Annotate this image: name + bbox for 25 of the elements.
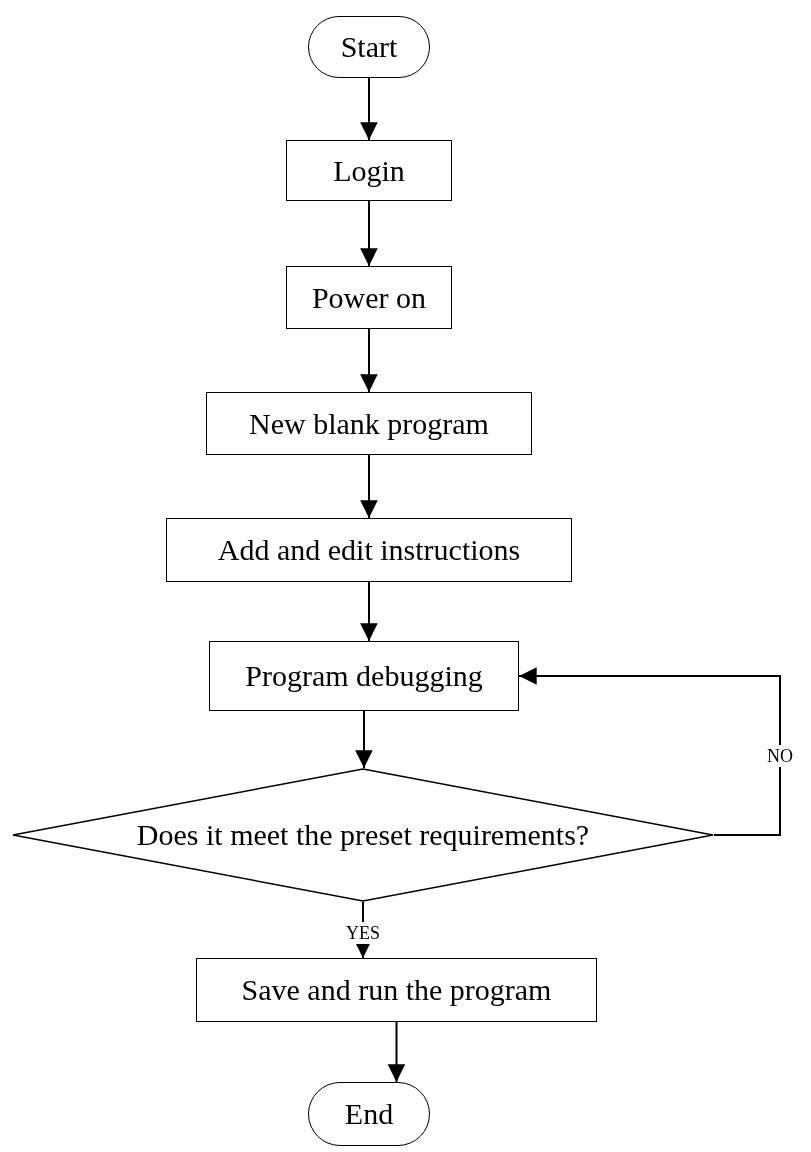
process-box bbox=[286, 140, 452, 201]
process-box bbox=[196, 958, 597, 1022]
arrow bbox=[360, 581, 378, 642]
step-text: End bbox=[344, 1096, 394, 1133]
step-text: Power on bbox=[311, 279, 427, 316]
edge-label: YES bbox=[345, 921, 381, 944]
arrow bbox=[360, 454, 378, 519]
process-box bbox=[286, 266, 452, 329]
step-text: Add and edit instructions bbox=[217, 532, 521, 569]
arrow bbox=[360, 328, 378, 393]
arrow bbox=[518, 667, 781, 836]
arrow bbox=[387, 1021, 406, 1083]
arrow bbox=[360, 200, 378, 267]
step-text: Start bbox=[340, 29, 398, 66]
edge-label: NO bbox=[766, 744, 794, 767]
arrow bbox=[360, 77, 378, 141]
decision-text: Does it meet the preset requirements? bbox=[136, 817, 590, 854]
arrow bbox=[355, 710, 373, 769]
step-text: Save and run the program bbox=[241, 972, 552, 1009]
process-box bbox=[206, 392, 532, 455]
step-text: Login bbox=[333, 152, 405, 189]
step-text: Program debugging bbox=[245, 658, 483, 695]
process-box bbox=[166, 518, 572, 582]
step-text: New blank program bbox=[249, 405, 489, 442]
process-box bbox=[209, 641, 519, 711]
